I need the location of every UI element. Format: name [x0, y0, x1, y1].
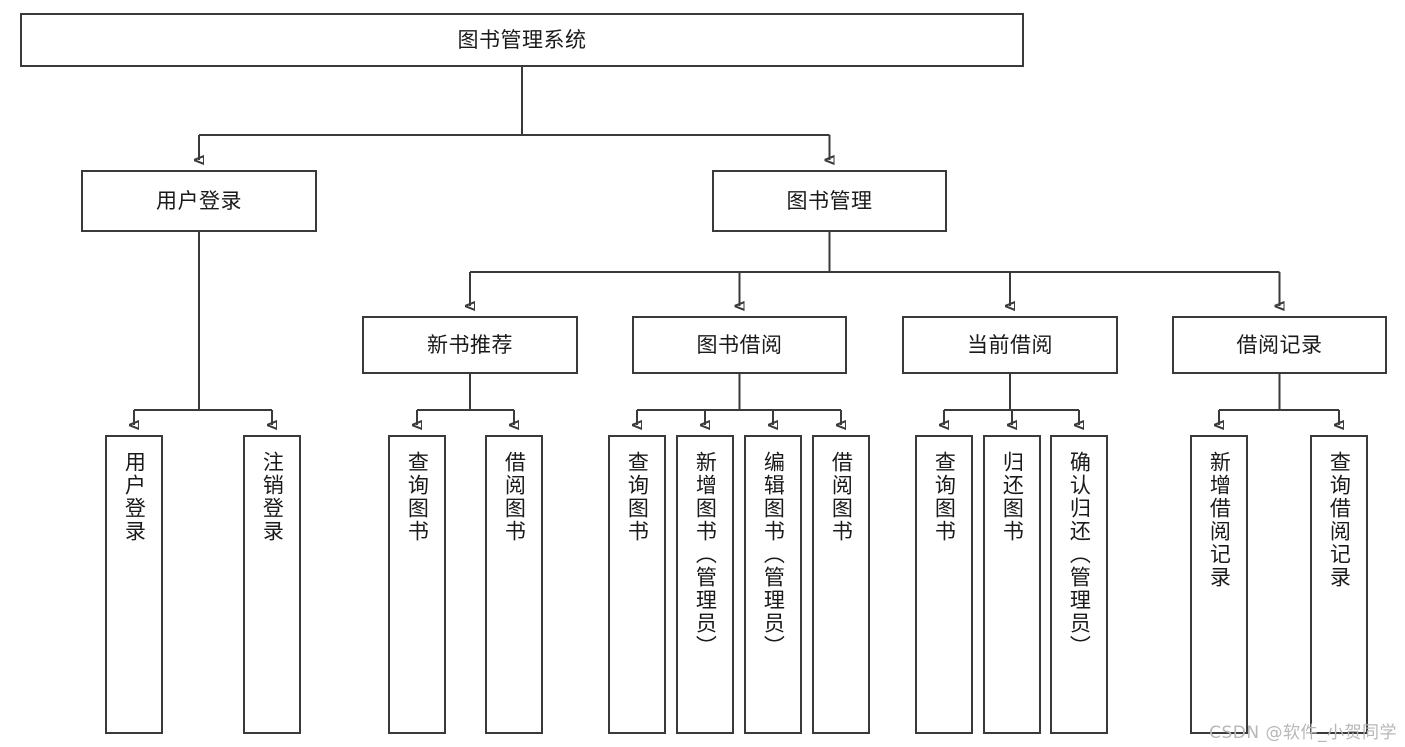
node-label: 用户登录 — [122, 451, 147, 543]
node-root[interactable]: 图书管理系统 — [20, 13, 1024, 67]
node-level3-new-book-recommend[interactable]: 新书推荐 — [362, 316, 578, 374]
watermark-credit: CSDN @软件_小贺同学 — [1209, 723, 1397, 743]
node-level2-user-login[interactable]: 用户登录 — [81, 170, 317, 232]
node-label: 借阅图书 — [829, 451, 854, 543]
node-label: 编辑图书（管理员） — [761, 451, 786, 658]
node-leaf-confirm-return-admin[interactable]: 确认归还（管理员） — [1050, 435, 1108, 734]
node-leaf-logout[interactable]: 注销登录 — [243, 435, 301, 734]
node-leaf-add-book-admin[interactable]: 新增图书（管理员） — [676, 435, 734, 734]
node-leaf-query-borrow-record[interactable]: 查询借阅记录 — [1310, 435, 1368, 734]
node-leaf-edit-book-admin[interactable]: 编辑图书（管理员） — [744, 435, 802, 734]
node-label: 归还图书 — [1000, 451, 1025, 543]
node-label: 新增借阅记录 — [1207, 451, 1232, 589]
node-level3-borrow-record[interactable]: 借阅记录 — [1172, 316, 1387, 374]
node-level3-current-borrow[interactable]: 当前借阅 — [902, 316, 1118, 374]
node-label: 图书借阅 — [696, 332, 783, 357]
node-leaf-borrow-book[interactable]: 借阅图书 — [812, 435, 870, 734]
node-leaf-query-book-borrow[interactable]: 查询图书 — [608, 435, 666, 734]
node-label: 图书管理 — [786, 188, 873, 213]
node-leaf-borrow-book-recommend[interactable]: 借阅图书 — [485, 435, 543, 734]
node-leaf-add-borrow-record[interactable]: 新增借阅记录 — [1190, 435, 1248, 734]
node-leaf-user-login[interactable]: 用户登录 — [105, 435, 163, 734]
node-label: 查询图书 — [405, 451, 430, 543]
node-level2-book-management[interactable]: 图书管理 — [712, 170, 947, 232]
node-leaf-return-book[interactable]: 归还图书 — [983, 435, 1041, 734]
node-leaf-query-book-recommend[interactable]: 查询图书 — [388, 435, 446, 734]
node-label: 新增图书（管理员） — [693, 451, 718, 658]
node-label: 新书推荐 — [427, 332, 513, 357]
node-label: 查询图书 — [932, 451, 957, 543]
node-label: 查询借阅记录 — [1327, 451, 1352, 589]
node-label: 注销登录 — [260, 451, 285, 543]
node-leaf-query-book-current[interactable]: 查询图书 — [915, 435, 973, 734]
node-label: 查询图书 — [625, 451, 650, 543]
node-level3-book-borrow[interactable]: 图书借阅 — [632, 316, 847, 374]
node-label: 用户登录 — [156, 188, 242, 213]
node-label: 借阅图书 — [502, 451, 527, 543]
node-label: 图书管理系统 — [457, 27, 587, 52]
node-label: 借阅记录 — [1236, 332, 1323, 357]
node-label: 确认归还（管理员） — [1067, 451, 1092, 658]
node-label: 当前借阅 — [967, 332, 1053, 357]
